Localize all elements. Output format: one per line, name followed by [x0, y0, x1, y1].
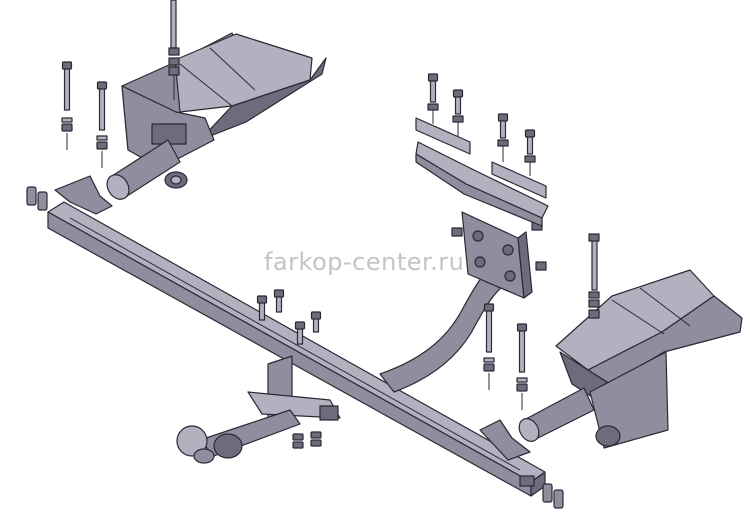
upper-bolts [427, 73, 536, 176]
right-bracket-bolt-long [588, 233, 600, 319]
upper-side-brackets [415, 117, 549, 227]
bolt-set-left-a [61, 61, 73, 151]
beam-bolts [256, 289, 322, 345]
left-mounting-bracket [106, 32, 327, 200]
spacer-sleeves-right [542, 483, 564, 509]
tow-ball-nuts [292, 431, 322, 449]
bolt-set-mid-b [516, 323, 528, 411]
cross-beam [47, 175, 546, 497]
right-mounting-bracket [555, 269, 743, 449]
right-tube [518, 387, 595, 442]
bolt-set-left-b [96, 81, 108, 169]
bracket-bolt-long [168, 0, 180, 100]
bolt-set-mid-a [483, 303, 495, 391]
watermark-text: farkop-center.ru [264, 248, 464, 276]
tow-ball-mount [176, 355, 341, 464]
side-mounting-plate [451, 211, 547, 299]
spacer-sleeves-left [26, 186, 48, 211]
